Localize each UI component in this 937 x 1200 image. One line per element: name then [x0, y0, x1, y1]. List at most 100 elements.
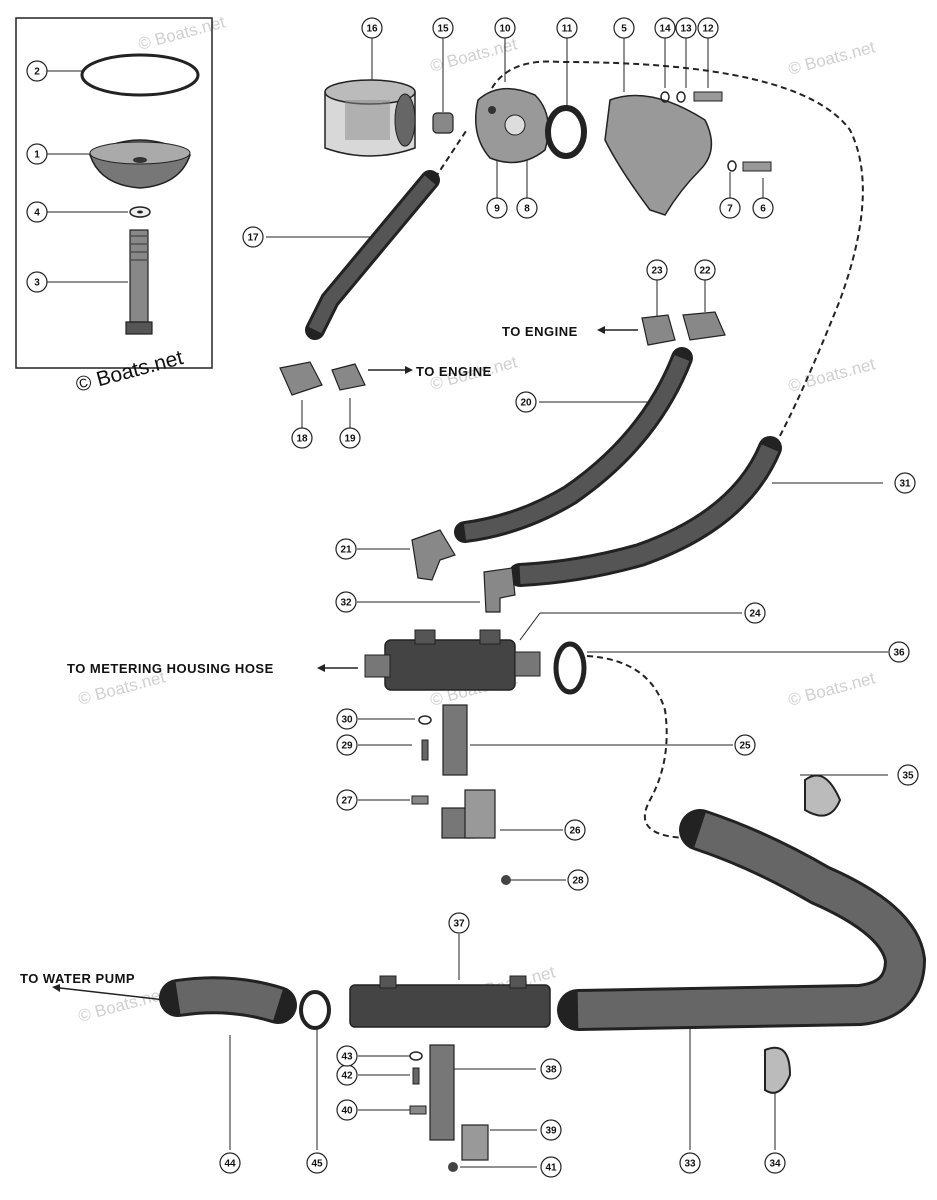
callout-11: 11: [556, 17, 578, 39]
callout-16: 16: [361, 17, 383, 39]
watermark: © Boats.net: [76, 984, 167, 1025]
callout-27: 27: [336, 789, 358, 811]
parts: [52, 79, 927, 1172]
callout-circle: [336, 1099, 358, 1121]
callout-label: 4: [34, 208, 40, 219]
callout-label: 24: [749, 609, 761, 620]
callout-circle: [675, 17, 697, 39]
callout-label: 2: [34, 67, 40, 78]
callout-8: 8: [516, 197, 538, 219]
callout-31: 31: [894, 472, 916, 494]
callout-34: 34: [764, 1152, 786, 1174]
callout-label: 25: [739, 741, 751, 752]
label-to-engine-lower: TO ENGINE: [416, 364, 492, 379]
callout-circle: [567, 869, 589, 891]
callout-29: 29: [336, 734, 358, 756]
callout-3: 3: [26, 271, 48, 293]
callout-label: 18: [296, 434, 308, 445]
callout-37: 37: [448, 912, 470, 934]
callout-44: 44: [219, 1152, 241, 1174]
watermark: © Boats.net: [786, 668, 877, 709]
callout-32: 32: [335, 591, 357, 613]
callout-23: 23: [646, 259, 668, 281]
callout-label: 40: [341, 1106, 353, 1117]
callout-circle: [694, 259, 716, 281]
callout-label: 31: [899, 479, 911, 490]
callout-label: 3: [34, 278, 40, 289]
label-to-metering-hose: TO METERING HOUSING HOSE: [67, 661, 274, 676]
callout-label: 38: [545, 1065, 557, 1076]
callout-label: 34: [769, 1159, 781, 1170]
callout-circle: [679, 1152, 701, 1174]
callout-22: 22: [694, 259, 716, 281]
callout-circle: [556, 17, 578, 39]
callout-circle: [26, 143, 48, 165]
callout-label: 7: [727, 204, 733, 215]
callout-label: 20: [520, 398, 532, 409]
callout-circle: [486, 197, 508, 219]
callout-circle: [339, 427, 361, 449]
watermark-main: © Boats.net: [73, 346, 185, 397]
callout-label: 22: [699, 266, 711, 277]
watermark: © Boats.net: [786, 354, 877, 395]
callout-6: 6: [752, 197, 774, 219]
callout-15: 15: [432, 17, 454, 39]
callout-4: 4: [26, 201, 48, 223]
callout-24: 24: [744, 602, 766, 624]
callout-circle: [26, 201, 48, 223]
callout-label: 35: [902, 771, 914, 782]
callout-35: 35: [897, 764, 919, 786]
callout-circle: [306, 1152, 328, 1174]
callout-label: 11: [562, 24, 573, 35]
callout-circle: [646, 259, 668, 281]
callout-circle: [336, 1045, 358, 1067]
callout-43: 43: [336, 1045, 358, 1067]
callout-circle: [540, 1119, 562, 1141]
callout-circle: [291, 427, 313, 449]
callout-circle: [654, 17, 676, 39]
callout-circle: [719, 197, 741, 219]
callout-label: 8: [524, 204, 530, 215]
callout-circle: [897, 764, 919, 786]
callout-circle: [516, 197, 538, 219]
callout-circle: [540, 1156, 562, 1178]
callout-circle: [515, 391, 537, 413]
callout-circle: [752, 197, 774, 219]
callout-label: 5: [621, 24, 627, 35]
callout-circle: [764, 1152, 786, 1174]
callout-label: 29: [341, 741, 353, 752]
callout-25: 25: [734, 734, 756, 756]
callout-18: 18: [291, 427, 313, 449]
callout-label: 43: [341, 1052, 353, 1063]
callout-label: 28: [572, 876, 584, 887]
callout-circle: [336, 708, 358, 730]
callout-label: 14: [659, 24, 671, 35]
callout-label: 30: [341, 715, 353, 726]
leader-lines: [47, 38, 888, 1168]
callout-12: 12: [697, 17, 719, 39]
callout-45: 45: [306, 1152, 328, 1174]
callout-label: 44: [224, 1159, 236, 1170]
callout-circle: [894, 472, 916, 494]
callout-1: 1: [26, 143, 48, 165]
callout-circle: [26, 60, 48, 82]
callout-label: 33: [684, 1159, 696, 1170]
callout-36: 36: [888, 641, 910, 663]
callout-label: 45: [311, 1159, 323, 1170]
inset-box: [15, 17, 213, 369]
callout-14: 14: [654, 17, 676, 39]
inset-parts: [80, 53, 200, 335]
callout-circle: [219, 1152, 241, 1174]
callout-5: 5: [613, 17, 635, 39]
callout-10: 10: [494, 17, 516, 39]
routing-dashed-lines: [434, 60, 864, 840]
callout-40: 40: [336, 1099, 358, 1121]
callout-41: 41: [540, 1156, 562, 1178]
callout-circle: [734, 734, 756, 756]
callout-42: 42: [336, 1064, 358, 1086]
callout-label: 23: [651, 266, 663, 277]
callout-circle: [361, 17, 383, 39]
callout-circle: [432, 17, 454, 39]
callout-label: 17: [247, 233, 259, 244]
